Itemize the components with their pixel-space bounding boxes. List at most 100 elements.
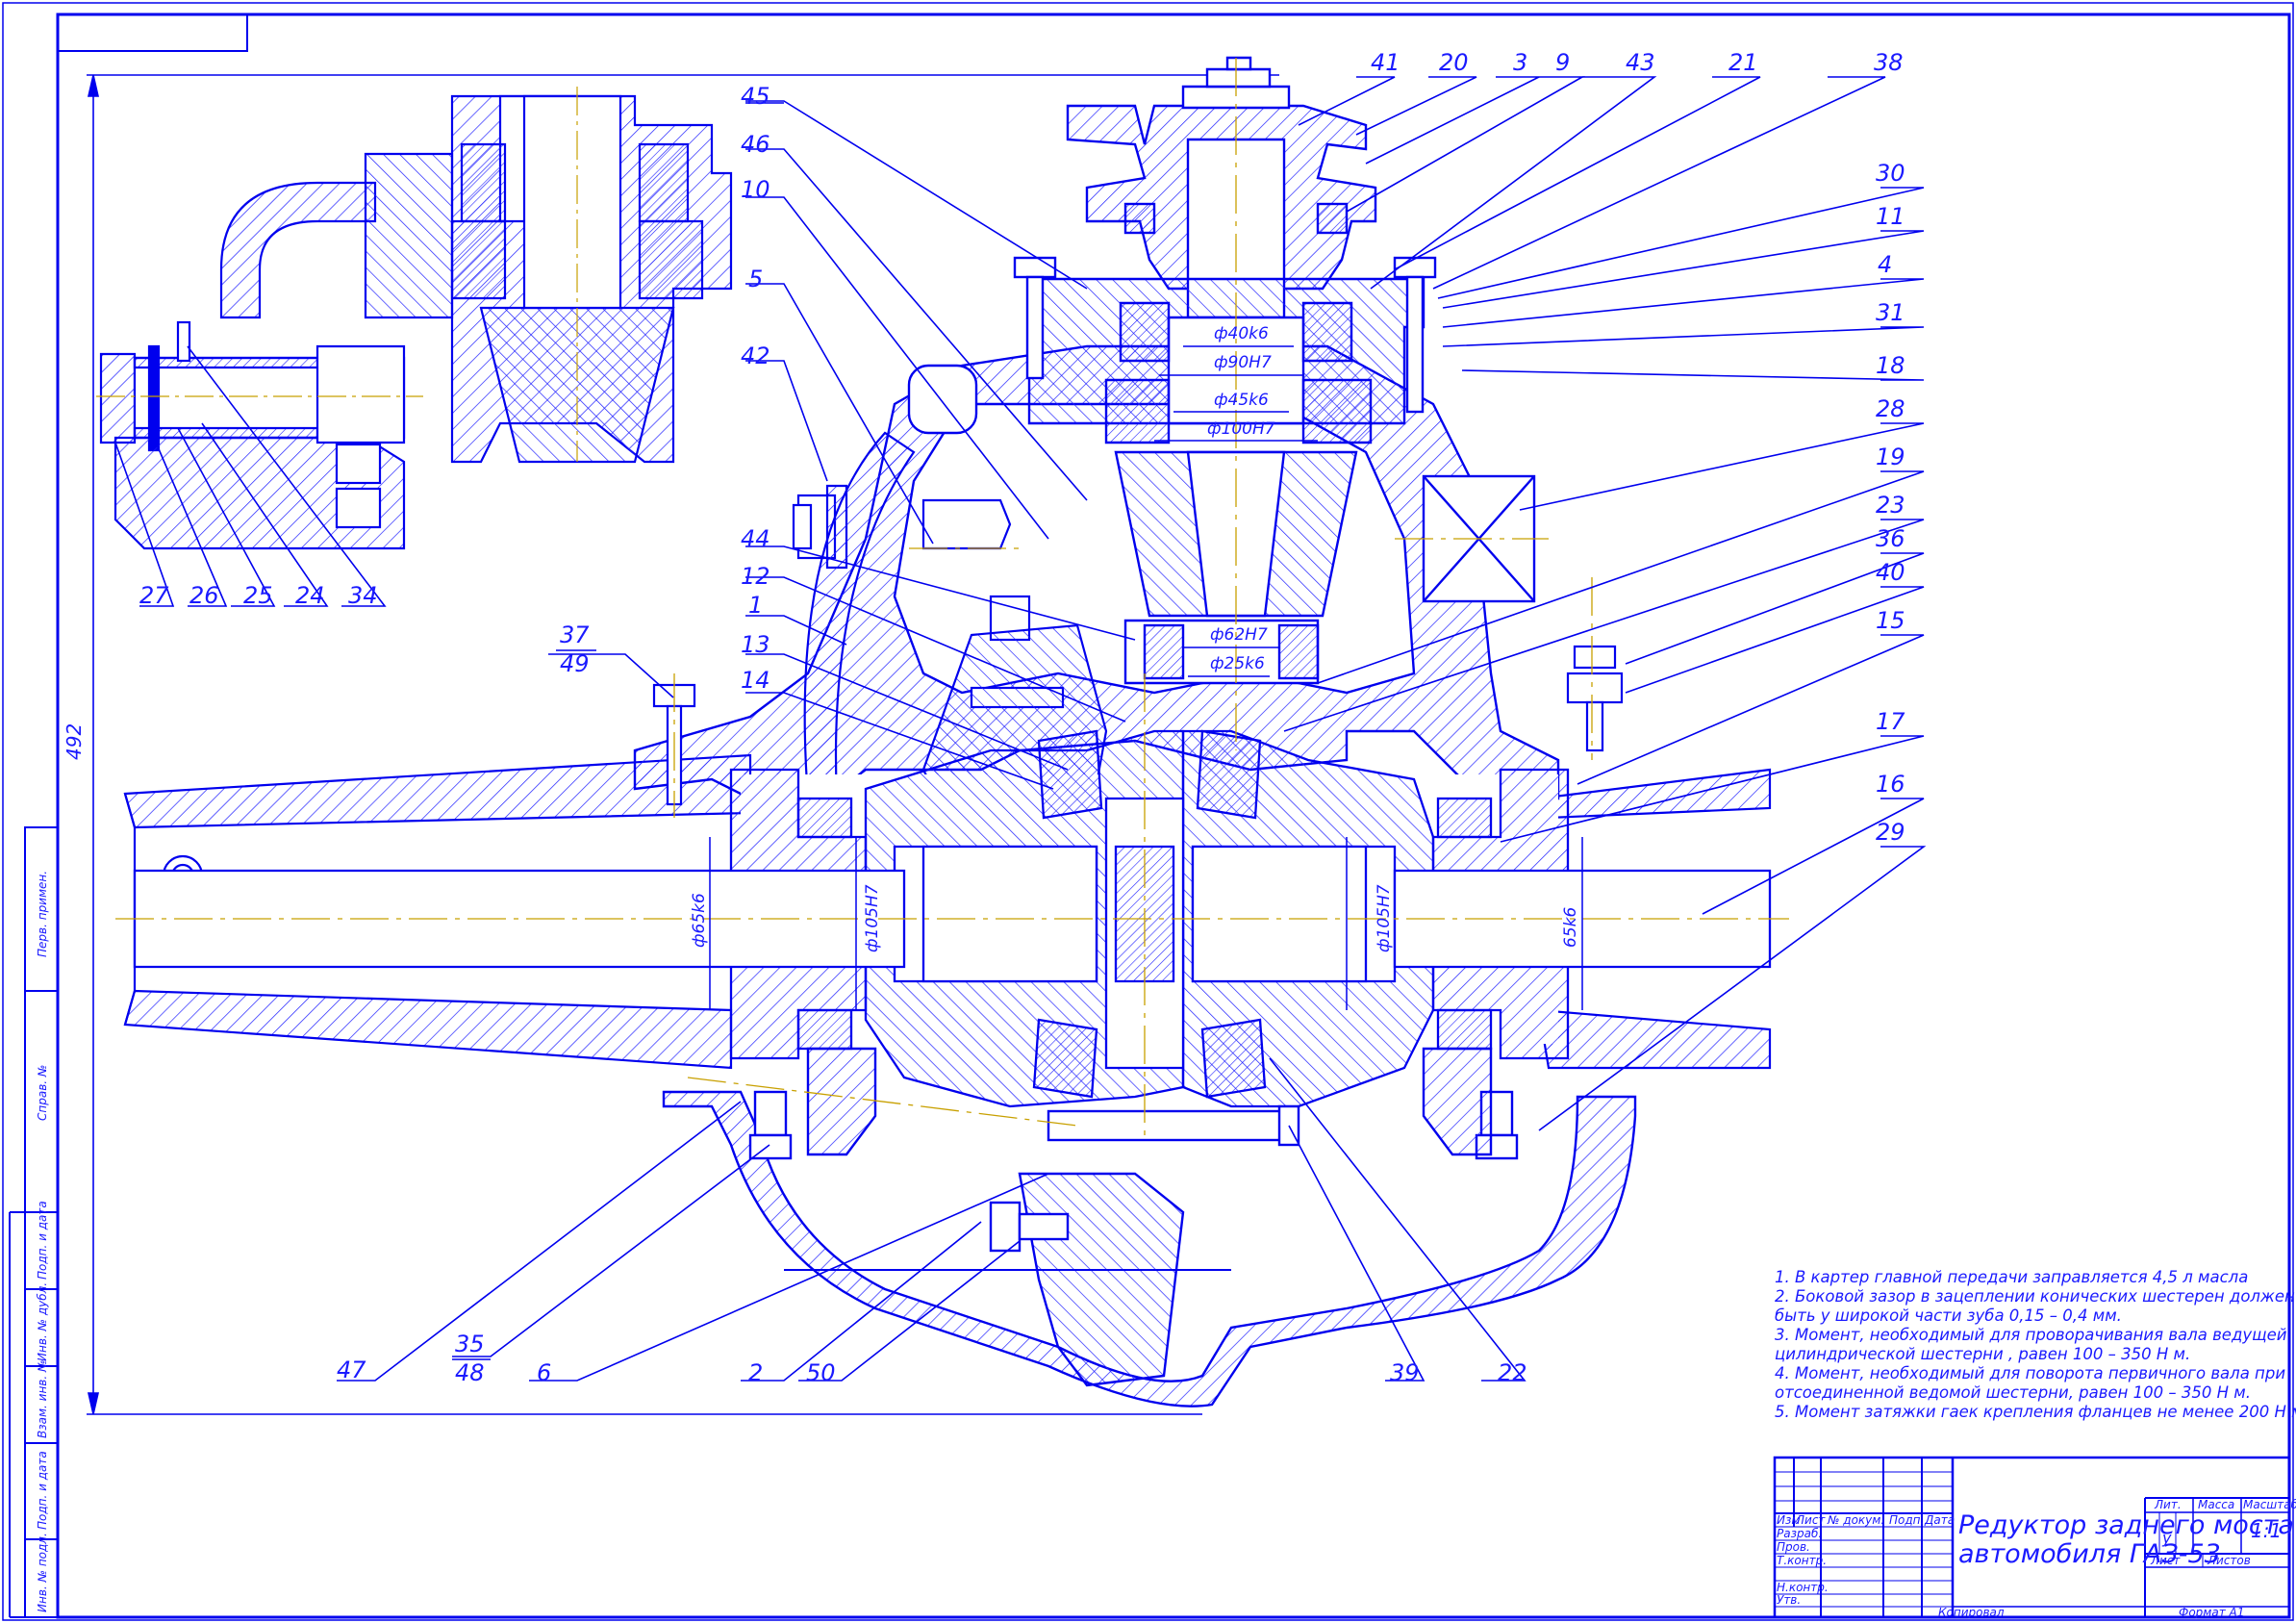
inset-bearing-view: [99, 94, 733, 550]
callout-18: 18: [1876, 352, 1905, 379]
oil-pan: [662, 1047, 1637, 1407]
note-line-8: 5. Момент затяжки гаек крепления фланцев…: [1775, 1403, 2296, 1421]
callout-leaders: [114, 76, 1927, 1382]
callout-numbers-bottom: 47 35 48 6 2 50 39 22: [337, 1331, 1527, 1386]
callout-43: 43: [1626, 49, 1655, 76]
tb-massa: Масса: [2198, 1498, 2234, 1511]
callout-15: 15: [1876, 607, 1905, 634]
dim-d62: ф62H7: [1210, 625, 1268, 645]
callout-20: 20: [1439, 49, 1469, 76]
callout-47: 47: [337, 1357, 366, 1383]
callout-10: 10: [741, 176, 770, 203]
note-line-2: 2. Боковой зазор в зацеплении конических…: [1775, 1287, 2295, 1306]
callout-16: 16: [1876, 771, 1905, 798]
callout-21: 21: [1728, 49, 1758, 76]
tb-tkontr: Т.контр.: [1777, 1554, 1827, 1567]
note-line-6: 4. Момент, необходимый для поворота перв…: [1775, 1364, 2285, 1382]
note-line-1: 1. В картер главной передачи заправляетс…: [1775, 1268, 2248, 1286]
callout-1: 1: [748, 592, 763, 619]
side-vzam-inv: Взам. инв. №: [36, 1360, 49, 1438]
callout-25: 25: [243, 582, 273, 609]
callout-2: 2: [748, 1359, 763, 1386]
overall-dimension-label: 492: [63, 723, 86, 760]
callout-22: 22: [1498, 1359, 1527, 1386]
dim-d105-left: ф105H7: [863, 884, 882, 952]
callout-37: 37: [560, 621, 590, 648]
callout-49: 49: [560, 650, 590, 677]
tb-scale-value: 1:1: [2251, 1519, 2282, 1542]
callout-numbers-inset: 27 26 25 24 34: [139, 582, 378, 609]
callout-3: 3: [1513, 49, 1527, 76]
dim-d40: ф40k6: [1214, 324, 1269, 343]
callout-45: 45: [741, 83, 770, 110]
callout-29: 29: [1876, 819, 1905, 846]
callout-12: 12: [741, 563, 770, 590]
callout-30: 30: [1876, 160, 1905, 187]
callout-numbers-left: 45 46 10 5 42 44 12 1 13 14 37 49: [556, 83, 770, 694]
dim-d45: ф45k6: [1214, 391, 1269, 410]
side-podp-data-1: Подп. и дата: [36, 1201, 49, 1280]
callout-42: 42: [741, 342, 770, 369]
tb-title-line-1: Редуктор заднего моста: [1958, 1510, 2294, 1540]
dim-d65-right: 65k6: [1561, 907, 1580, 948]
tb-title-line-2: автомобиля ГАЗ-53: [1958, 1539, 2221, 1569]
note-line-4: 3. Момент, необходимый для проворачивани…: [1775, 1326, 2287, 1344]
callout-38: 38: [1874, 49, 1904, 76]
tb-nkontr: Н.контр.: [1777, 1581, 1829, 1594]
dim-d100: ф100H7: [1207, 419, 1275, 439]
tb-prov: Пров.: [1777, 1540, 1810, 1554]
callout-26: 26: [189, 582, 219, 609]
callout-41: 41: [1371, 49, 1400, 76]
callout-14: 14: [741, 667, 770, 694]
callout-5: 5: [748, 266, 763, 292]
callout-36: 36: [1876, 525, 1905, 552]
side-inv-podl: Инв. № подл.: [36, 1533, 49, 1612]
note-line-5: цилиндрической шестерни , равен 100 – 35…: [1775, 1345, 2190, 1363]
tb-razrab: Разраб.: [1777, 1527, 1822, 1540]
tb-doc: № докум.: [1827, 1513, 1884, 1527]
inset-center-lines: [96, 87, 578, 462]
callout-48: 48: [455, 1359, 485, 1386]
dim-d65-left: ф65k6: [690, 893, 709, 948]
note-line-7: отсоединенной ведомой шестерни, равен 10…: [1775, 1383, 2251, 1402]
callout-27: 27: [139, 582, 169, 609]
callout-40: 40: [1876, 559, 1905, 586]
tb-sign: Подп.: [1889, 1513, 1924, 1527]
note-line-3: быть у широкой части зуба 0,15 – 0,4 мм.: [1775, 1306, 2122, 1325]
dim-d25: ф25k6: [1210, 654, 1265, 673]
callout-4: 4: [1878, 251, 1892, 278]
inner-dimension-lines: [709, 345, 1583, 1010]
callout-34: 34: [348, 582, 378, 609]
callout-23: 23: [1876, 492, 1905, 519]
callout-35: 35: [455, 1331, 485, 1357]
side-perv-primen: Перв. примен.: [36, 871, 49, 957]
callout-46: 46: [741, 131, 770, 158]
tb-masshtab: Масштаб: [2243, 1498, 2296, 1511]
tb-date: Дата: [1924, 1513, 1955, 1527]
dim-d90: ф90H7: [1214, 353, 1272, 372]
tb-utv: Утв.: [1777, 1593, 1801, 1607]
callout-11: 11: [1876, 203, 1905, 230]
side-inv-dubl: Инв. № дубл.: [36, 1282, 49, 1361]
tb-izm: Изм: [1777, 1513, 1800, 1527]
main-center-lines: [115, 58, 1789, 1135]
callout-numbers-top: 41 20 3 9 43 21 38: [1371, 49, 1904, 76]
tb-list: Лист: [1795, 1513, 1826, 1527]
dim-d105-right: ф105H7: [1375, 884, 1394, 952]
callout-31: 31: [1876, 299, 1905, 326]
callout-6: 6: [537, 1359, 551, 1386]
callout-39: 39: [1390, 1359, 1420, 1386]
technical-notes: 1. В картер главной передачи заправляетс…: [1775, 1268, 2296, 1421]
callout-13: 13: [741, 631, 770, 658]
tb-sheets: Листов: [2207, 1554, 2251, 1567]
callout-44: 44: [741, 525, 770, 552]
callout-28: 28: [1876, 395, 1905, 422]
callout-17: 17: [1876, 708, 1905, 735]
tb-copied: Копировал: [1938, 1606, 2005, 1619]
tb-sheet: Лист: [2150, 1554, 2181, 1567]
tb-lit: Лит.: [2154, 1498, 2182, 1511]
callout-19: 19: [1876, 444, 1905, 470]
tb-lit-value: у: [2161, 1529, 2172, 1547]
